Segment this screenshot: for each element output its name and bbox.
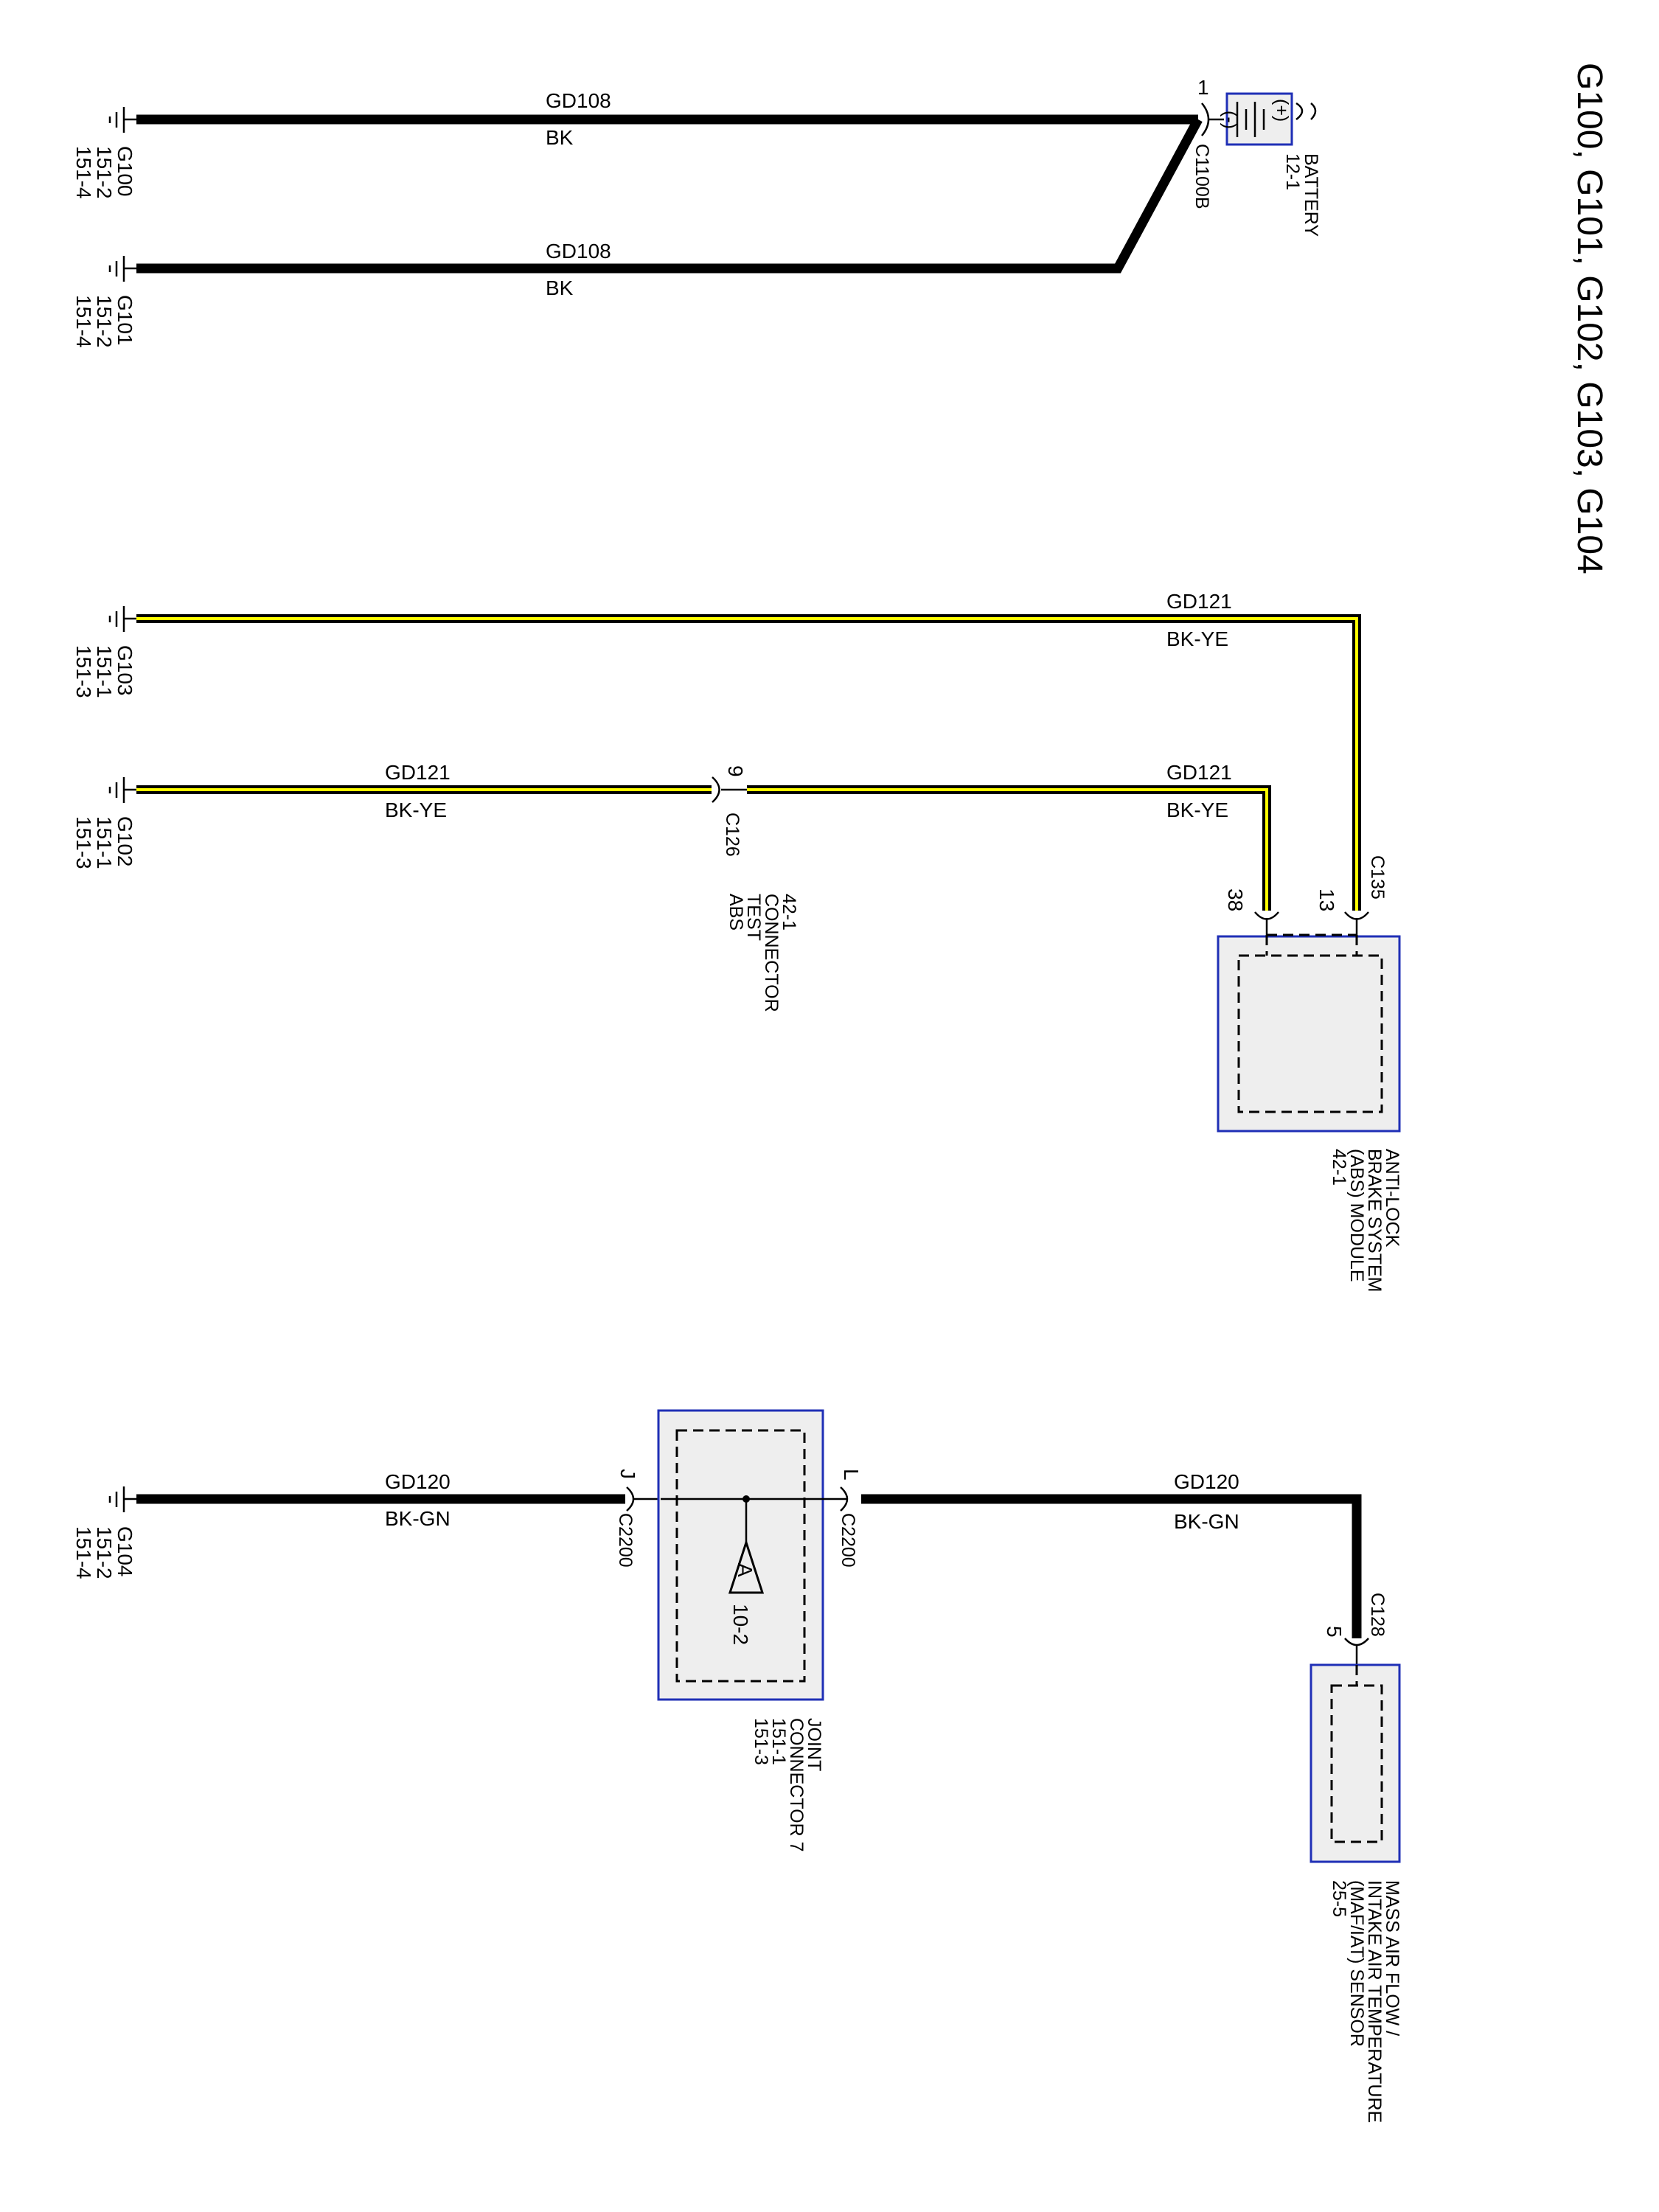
- wire-color-label: BK-YE: [1166, 627, 1228, 650]
- connector-c2200-l: L C2200: [824, 1469, 863, 1568]
- ground-name: G104: [114, 1526, 136, 1577]
- component-label: 42-1: [779, 894, 799, 931]
- connector-c135: 38 13 C135: [1224, 855, 1388, 935]
- ground-ref: 151-4: [72, 1526, 95, 1579]
- wire-yellow-tracer: [136, 617, 1358, 911]
- connector-c126: 9 C126: [712, 765, 747, 857]
- ground-ref: 151-2: [93, 1526, 116, 1579]
- ground-ref: 151-3: [72, 816, 95, 869]
- connector-pin: 5: [1323, 1626, 1346, 1638]
- connector-pin: J: [616, 1469, 639, 1479]
- connector-c1100b: 1 C1100B: [1192, 76, 1224, 209]
- connector-pin: 13: [1315, 888, 1338, 911]
- connector-c2200-j: J C2200: [615, 1469, 661, 1568]
- ground-label-g100: G100 151-2 151-4: [72, 146, 136, 199]
- ground-symbol-g102: [108, 777, 136, 803]
- ground-symbol-g101: [108, 256, 136, 282]
- connector-name: C135: [1367, 855, 1388, 900]
- abs-module-label: ANTI-LOCK BRAKE SYSTEM (ABS) MODULE 42-1: [1329, 1149, 1402, 1293]
- maf-iat-sensor: [1310, 1663, 1401, 1863]
- ground-label-g102: G102 151-1 151-3: [72, 816, 136, 869]
- page-title: G100, G101, G102, G103, G104: [1570, 63, 1609, 574]
- component-label: JOINT: [804, 1718, 824, 1771]
- component-label: CONNECTOR: [761, 894, 782, 1012]
- ground-symbol-g104: [108, 1486, 136, 1512]
- ground-ref: 151-4: [72, 295, 95, 348]
- connector-pin: 9: [724, 765, 747, 777]
- battery-ref: 12-1: [1282, 153, 1303, 190]
- battery: (-) (+) BATTERY 12-1: [1220, 92, 1321, 237]
- wire-color-label: BK-YE: [385, 799, 447, 821]
- battery-plus: (+): [1271, 99, 1292, 122]
- splice-letter: A: [734, 1563, 757, 1577]
- connector-name: C2200: [838, 1513, 858, 1568]
- wire-color-label: BK: [546, 126, 574, 149]
- battery-minus: (-): [1220, 111, 1240, 129]
- ground-label-g103: G103 151-1 151-3: [72, 645, 136, 698]
- component-label: 151-3: [751, 1718, 771, 1765]
- wire-circuit-label: GD120: [1174, 1470, 1239, 1493]
- component-label: 151-1: [768, 1718, 789, 1765]
- connector-pin: 38: [1224, 888, 1247, 911]
- ground-name: G100: [114, 146, 136, 197]
- joint-connector-label: JOINT CONNECTOR 7 151-1 151-3: [751, 1718, 824, 1852]
- abs-test-connector-label: ABS TEST CONNECTOR 42-1: [726, 894, 799, 1012]
- wire-circuit-label: GD121: [1166, 761, 1232, 784]
- connector-pin: 1: [1197, 76, 1209, 99]
- maf-iat-sensor-label: MASS AIR FLOW / INTAKE AIR TEMPERATURE (…: [1329, 1880, 1402, 2123]
- ground-ref: 151-1: [93, 816, 116, 869]
- ground-name: G103: [114, 645, 136, 696]
- wire-color-label: BK-YE: [1166, 799, 1228, 821]
- component-label: (ABS) MODULE: [1346, 1149, 1367, 1282]
- wire-circuit-label: GD120: [385, 1470, 451, 1493]
- wire-color-label: BK-GN: [1174, 1510, 1239, 1533]
- wire-circuit-label: GD121: [1166, 590, 1232, 613]
- joint-connector-7: A 10-2: [657, 1409, 824, 1701]
- wire-color-label: BK: [546, 276, 574, 299]
- component-label: CONNECTOR 7: [786, 1718, 807, 1852]
- wire-gd120-maf: [861, 1494, 1362, 1638]
- component-label: ABS: [726, 894, 746, 931]
- component-label: INTAKE AIR TEMPERATURE: [1364, 1880, 1385, 2123]
- battery-label: BATTERY: [1301, 153, 1321, 237]
- abs-module: [1217, 933, 1401, 1133]
- ground-ref: 151-1: [93, 645, 116, 698]
- component-label: (MAF/IAT) SENSOR: [1346, 1880, 1367, 2047]
- wire-circuit-label: GD121: [385, 761, 451, 784]
- component-label: 25-5: [1329, 1880, 1349, 1917]
- ground-label-g101: G101 151-2 151-4: [72, 295, 136, 348]
- wire-color-label: BK-GN: [385, 1507, 451, 1530]
- connector-name: C1100B: [1192, 144, 1212, 209]
- wire-circuit-label: GD108: [546, 89, 611, 112]
- ground-ref: 151-2: [93, 295, 116, 348]
- battery-icon: [1236, 102, 1265, 137]
- component-label: ANTI-LOCK: [1382, 1149, 1402, 1248]
- wire-gd108-g101: [136, 116, 1203, 274]
- splice-ref: 10-2: [729, 1604, 752, 1645]
- component-label: TEST: [743, 894, 764, 941]
- wire-yellow-tracer: [747, 788, 1268, 911]
- connector-name: C126: [722, 813, 742, 857]
- ground-name: G102: [114, 816, 136, 867]
- ground-ref: 151-4: [72, 146, 95, 199]
- wire-circuit-label: GD108: [546, 240, 611, 262]
- ground-symbol-g100: [108, 107, 136, 133]
- connector-c128: 5 C128: [1323, 1593, 1388, 1665]
- ground-label-g104: G104 151-2 151-4: [72, 1526, 136, 1579]
- ground-ref: 151-2: [93, 146, 116, 199]
- ground-ref: 151-3: [72, 645, 95, 698]
- component-label: MASS AIR FLOW /: [1382, 1880, 1402, 2036]
- component-label: 42-1: [1329, 1149, 1349, 1186]
- connector-name: C128: [1367, 1593, 1388, 1637]
- ground-name: G101: [114, 295, 136, 346]
- connector-pin: L: [840, 1469, 863, 1481]
- ground-symbol-g103: [108, 606, 136, 632]
- component-label: BRAKE SYSTEM: [1364, 1149, 1385, 1293]
- connector-name: C2200: [615, 1513, 636, 1568]
- splice-triangle-icon: [728, 1539, 765, 1594]
